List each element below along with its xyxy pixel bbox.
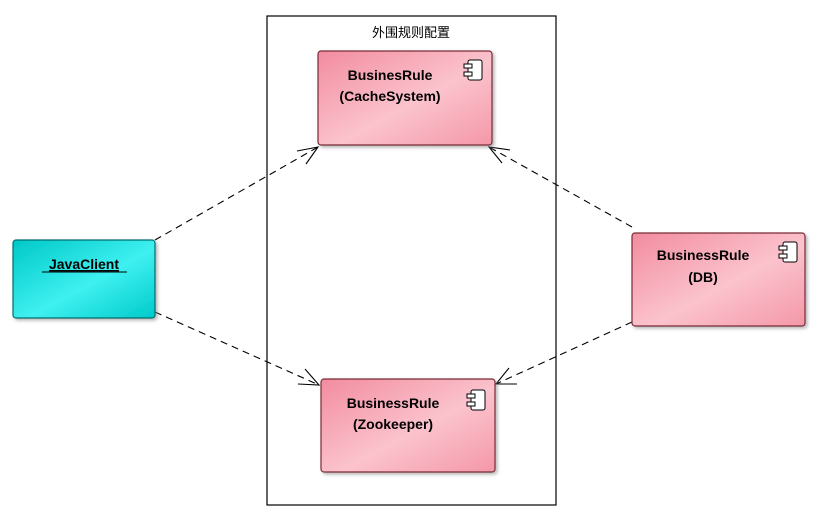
db-label-line2: (DB) <box>688 269 718 285</box>
connector-db-to-zookeeper-arrowhead <box>494 367 517 385</box>
component-db[interactable] <box>631 232 806 327</box>
component-cache-system[interactable] <box>317 50 493 146</box>
db-label-line1: BusinessRule <box>657 247 750 263</box>
component-zookeeper[interactable] <box>320 378 496 473</box>
connector-db-to-cache[interactable] <box>488 146 633 228</box>
cache-label-line1: BusinesRule <box>348 67 433 83</box>
component-icon <box>463 59 483 81</box>
component-icon <box>778 241 798 263</box>
java-client-label: JavaClient <box>49 256 119 272</box>
zookeeper-label-line2: (Zookeeper) <box>353 416 433 432</box>
component-icon <box>466 389 486 411</box>
connector-db-to-zookeeper[interactable] <box>495 321 633 385</box>
cache-label-line2: (CacheSystem) <box>339 88 440 104</box>
connector-db-to-cache-arrowhead <box>487 146 511 164</box>
connector-client-to-zookeeper-arrowhead <box>297 368 321 386</box>
connector-client-to-zookeeper[interactable] <box>154 311 320 386</box>
zookeeper-label-line1: BusinessRule <box>347 395 440 411</box>
connector-client-to-cache-arrowhead <box>296 146 320 165</box>
boundary-title: 外围规则配置 <box>372 26 450 41</box>
connector-client-to-cache[interactable] <box>154 146 319 241</box>
component-java-client[interactable] <box>12 239 156 319</box>
